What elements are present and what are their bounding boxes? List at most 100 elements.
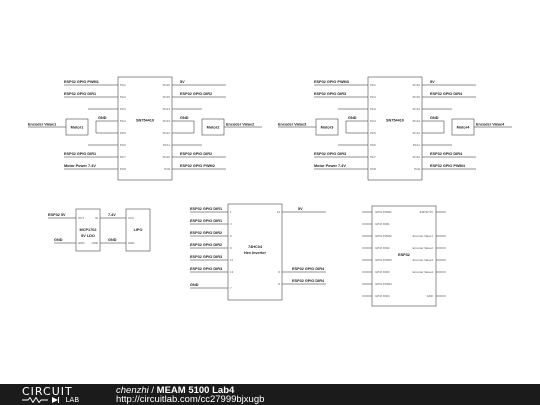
driver-left-gnd-label-right: GND xyxy=(180,116,189,120)
driver-left-pin-label-right: Pin10 xyxy=(163,155,171,159)
circuitlab-logo[interactable]: CIRCUIT LAB xyxy=(22,386,92,404)
driver-right-net-label-left: ESP32 GPIO DIR3 xyxy=(314,92,346,96)
esp32-pin-label-left: GPIO DIR4 xyxy=(375,294,390,298)
regulator-gnd2-pin: GND xyxy=(92,241,98,245)
driver-left-net-label-left: ESP32 GPIO DIR1 xyxy=(64,152,96,156)
driver-right-gnd-label-left: GND xyxy=(348,116,357,120)
resistor-icon xyxy=(22,396,50,404)
diode-icon xyxy=(52,396,63,404)
driver-right-pin-label-right: Pin15 xyxy=(413,95,421,99)
driver-left-encoder-label-left: Encoder Value1 xyxy=(28,123,56,127)
driver-right-net-label-left: Motor Power 7.4V xyxy=(314,164,346,168)
battery-pin-top: VCC xyxy=(128,216,134,220)
regulator-chip xyxy=(75,208,101,252)
driver-right-chip xyxy=(367,76,423,181)
driver-right-pin-label-left: Pin6 xyxy=(370,143,376,147)
driver-left-net-label-right: ESP32 GPIO DIR2 xyxy=(180,152,212,156)
driver-right-motor-right-label: Motor4 xyxy=(457,126,471,130)
credit-separator: / xyxy=(148,385,157,396)
inverter-net-label-left: ESP32 GPIO DIR2 xyxy=(190,231,222,235)
driver-right-pin-label-left: Pin4 xyxy=(370,119,376,123)
esp32-pin-label-left: GPIO PWM1 xyxy=(375,210,392,214)
driver-right-motor-left-label: Motor3 xyxy=(321,126,334,130)
driver-right-pin-label-right: Pin10 xyxy=(413,155,421,159)
battery-box xyxy=(125,208,151,252)
driver-right-net-label-right: ESP32 GPIO DIR4 xyxy=(430,92,463,96)
driver-left-net-label-right: ESP32 GPIO PWM2 xyxy=(180,164,215,168)
inverter-name-2: Hex Inverter xyxy=(244,251,266,255)
esp32-pin-label-left: GPIO PWM4 xyxy=(375,282,392,286)
driver-right-pin-label-right: Pin9 xyxy=(414,167,420,171)
driver-left-pin-label-right: Pin11 xyxy=(163,143,171,147)
driver-left-pin-label-left: Pin3 xyxy=(120,107,126,111)
inverter-name-1: 74HC04 xyxy=(248,245,263,249)
inverter-net-label-left: ESP32 GPIO DIR3 xyxy=(190,267,222,271)
driver-right-pin-label-right: Pin11 xyxy=(413,143,421,147)
author-link[interactable]: chenzhi xyxy=(116,385,149,396)
driver-left-pin-label-left: Pin4 xyxy=(120,119,126,123)
driver-left-encoder-label-right: Encoder Value2 xyxy=(226,123,254,127)
regulator-out-label: 7.4V xyxy=(108,213,116,217)
driver-left-gnd-label-left: GND xyxy=(98,116,107,120)
driver-right-pin-label-left: Pin3 xyxy=(370,107,376,111)
driver-right-chip-name: SN754410 xyxy=(386,119,404,123)
driver-left-pin-label-left: Pin1 xyxy=(120,83,126,87)
regulator-name-2: 5V LDO xyxy=(81,234,95,238)
driver-right-gnd-label-right: GND xyxy=(430,116,439,120)
inverter-pin-left: 5 xyxy=(230,234,232,238)
circuit-title[interactable]: MEAM 5100 Lab4 xyxy=(156,385,235,396)
inverter-net-label-right: ESP32 GPIO DIR4 xyxy=(292,279,325,283)
inverter-pin-left: 11 xyxy=(230,258,233,262)
driver-right-net-label-right: 5V xyxy=(430,80,435,84)
inverter-pin-left: 13 xyxy=(230,270,234,274)
inverter-chip xyxy=(227,203,283,301)
driver-right-net-label-left: ESP32 GPIO PWM3 xyxy=(314,80,349,84)
regulator-gnd-pin: GND xyxy=(78,241,84,245)
driver-left-pin-label-right: Pin16 xyxy=(163,83,171,87)
driver-left-chip-name: SN754410 xyxy=(136,119,154,123)
driver-left-pin-label-left: Pin2 xyxy=(120,95,126,99)
driver-right-pin-label-left: Pin8 xyxy=(370,167,376,171)
inverter-pin-left: 7 xyxy=(230,286,232,290)
driver-left-motor-right-label: Motor2 xyxy=(207,126,220,130)
logo-wordmark-top: CIRCUIT xyxy=(22,385,73,398)
driver-right-pin-label-left: Pin2 xyxy=(370,95,376,99)
circuit-url-link[interactable]: http://circuitlab.com/cc27999bjxugb xyxy=(116,394,265,405)
regulator-in-label: ESP32 5V xyxy=(48,213,66,217)
regulator-in-pin: OUT xyxy=(78,216,84,220)
driver-right-encoder-label-right: Encoder Value4 xyxy=(476,123,505,127)
battery-pin-bottom: GND xyxy=(128,241,134,245)
esp32-pin-label-left: GPIO DIR1 xyxy=(375,222,390,226)
driver-left-chip xyxy=(117,76,173,181)
esp32-pin-label-right: Encoder Value2 xyxy=(413,246,434,250)
inverter-pin-right: 14 xyxy=(277,210,281,214)
inverter-pin-left: 9 xyxy=(230,246,232,250)
footer-bar: CIRCUIT LAB chenzhi / MEAM 5100 Lab4 htt… xyxy=(0,384,540,405)
driver-right-pin-label-right: Pin14 xyxy=(413,107,421,111)
esp32-pin-label-right: Encoder Value1 xyxy=(413,234,434,238)
inverter-net-label-left: ESP32 GPIO DIR3 xyxy=(190,255,222,259)
esp32-pin-label-left: GPIO PWM2 xyxy=(375,234,392,238)
driver-left-pin-label-left: Pin5 xyxy=(120,131,126,135)
inverter-net-label-right: 5V xyxy=(298,207,303,211)
driver-left-net-label-right: 5V xyxy=(180,80,185,84)
regulator-gnd2-label: GND xyxy=(108,238,117,242)
regulator-out-pin: IN xyxy=(95,216,98,220)
driver-left-net-label-left: ESP32 GPIO PWM1 xyxy=(64,80,99,84)
circuit-credit: chenzhi / MEAM 5100 Lab4 xyxy=(116,385,234,396)
esp32-pin-label-right: GND xyxy=(427,294,433,298)
inverter-pin-right: 6 xyxy=(278,270,280,274)
driver-left-net-label-left: ESP32 GPIO DIR1 xyxy=(64,92,96,96)
esp32-pin-label-right: Encoder Value3 xyxy=(413,258,434,262)
driver-left-pin-label-right: Pin15 xyxy=(163,95,171,99)
esp32-pin-label-right: ESP32 5V xyxy=(420,210,433,214)
esp32-chip xyxy=(371,205,437,307)
driver-left-pin-label-right: Pin12 xyxy=(163,131,171,135)
inverter-net-label-left: ESP32 GPIO DIR1 xyxy=(190,207,222,211)
driver-right-pin-label-left: Pin5 xyxy=(370,131,376,135)
driver-left-pin-label-left: Pin6 xyxy=(120,143,126,147)
inverter-pin-left: 3 xyxy=(230,222,232,226)
esp32-name: ESP32 xyxy=(398,253,410,257)
